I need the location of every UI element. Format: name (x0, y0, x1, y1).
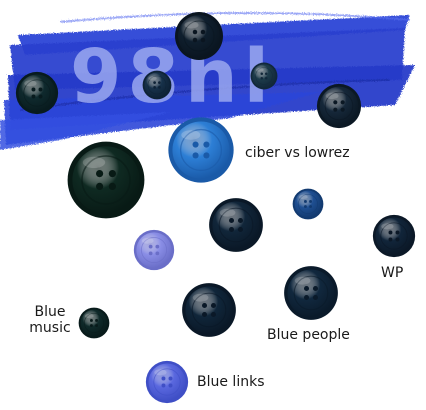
link-wp[interactable]: WP (381, 265, 404, 281)
button-wp[interactable] (372, 214, 416, 258)
button-icon (182, 283, 236, 337)
link-blue-people[interactable]: Blue people (267, 327, 350, 343)
button-banner-mid-small[interactable] (142, 70, 172, 100)
button-icon (78, 307, 110, 339)
button-blue-links[interactable] (145, 360, 189, 404)
button-blue-people[interactable] (283, 265, 339, 321)
button-translucent-purple[interactable] (133, 229, 175, 271)
button-blue-music[interactable] (78, 307, 110, 339)
button-icon (15, 71, 59, 115)
button-large-dark-left[interactable] (66, 140, 146, 220)
button-banner-mid-right[interactable] (250, 62, 278, 90)
button-icon (67, 141, 145, 219)
button-icon (142, 70, 172, 100)
button-banner-left[interactable] (15, 71, 59, 115)
button-center-dark[interactable] (208, 197, 264, 253)
button-icon (284, 266, 338, 320)
button-banner-right[interactable] (316, 83, 362, 129)
button-icon (209, 198, 263, 252)
button-icon (316, 83, 362, 129)
button-icon (292, 188, 324, 220)
crayon-banner: 98hl (0, 11, 415, 150)
button-ciber-vs-lowrez[interactable] (167, 116, 235, 184)
link-ciber-vs-lowrez[interactable]: ciber vs lowrez (245, 145, 350, 161)
link-blue-links[interactable]: Blue links (197, 374, 265, 390)
button-icon (145, 360, 189, 404)
button-icon (133, 229, 175, 271)
link-blue-music[interactable]: Blue music (29, 304, 71, 336)
button-bottom-center[interactable] (181, 282, 237, 338)
button-small-blue[interactable] (292, 188, 324, 220)
button-icon (175, 12, 223, 60)
button-banner-top[interactable] (174, 11, 224, 61)
button-icon (250, 62, 278, 90)
banner-text: 98hl (70, 34, 275, 120)
button-icon (168, 117, 234, 183)
button-icon (372, 214, 416, 258)
